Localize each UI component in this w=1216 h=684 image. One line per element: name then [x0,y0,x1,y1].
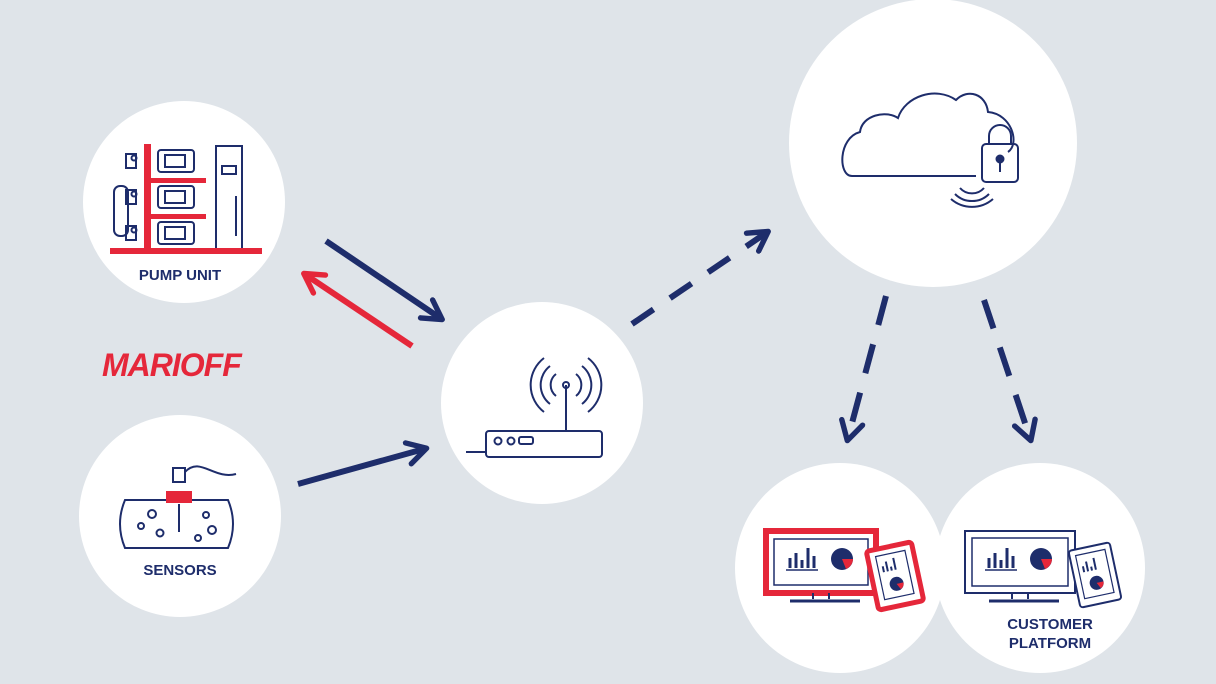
wireless-router-icon [466,357,603,458]
marioff-monitoring-node [735,463,945,673]
pump-unit-node [83,101,285,303]
edge-sensors-to-gateway [297,440,430,487]
customer-platform-label: CUSTOMER PLATFORM [960,615,1140,653]
svg-text:MARIOFF: MARIOFF [102,347,243,383]
marioff-logo: MARIOFF [102,347,244,383]
customer-platform-label-line1: CUSTOMER [1007,616,1093,633]
monitor-tablet-icon [964,530,1123,609]
pump-unit-icon [113,145,243,253]
sensors-node [79,415,281,617]
cloud-node [789,0,1077,287]
edge-cloud-to-customer [981,299,1038,444]
secure-cloud-icon [841,92,1019,208]
pump-unit-label: PUMP UNIT [138,267,222,284]
customer-platform-node [935,463,1145,673]
sensors-label: SENSORS [143,562,217,579]
edge-pump-to-gateway [324,238,445,323]
edge-cloud-to-monitoring [839,295,889,444]
pipe-sensor-icon [119,465,237,549]
gateway-node [441,302,643,504]
edge-gateway-to-cloud [630,228,771,327]
monitor-tablet-icon [763,528,926,613]
edge-gateway-to-pump [301,270,414,349]
customer-platform-label-line2: PLATFORM [1008,635,1092,652]
